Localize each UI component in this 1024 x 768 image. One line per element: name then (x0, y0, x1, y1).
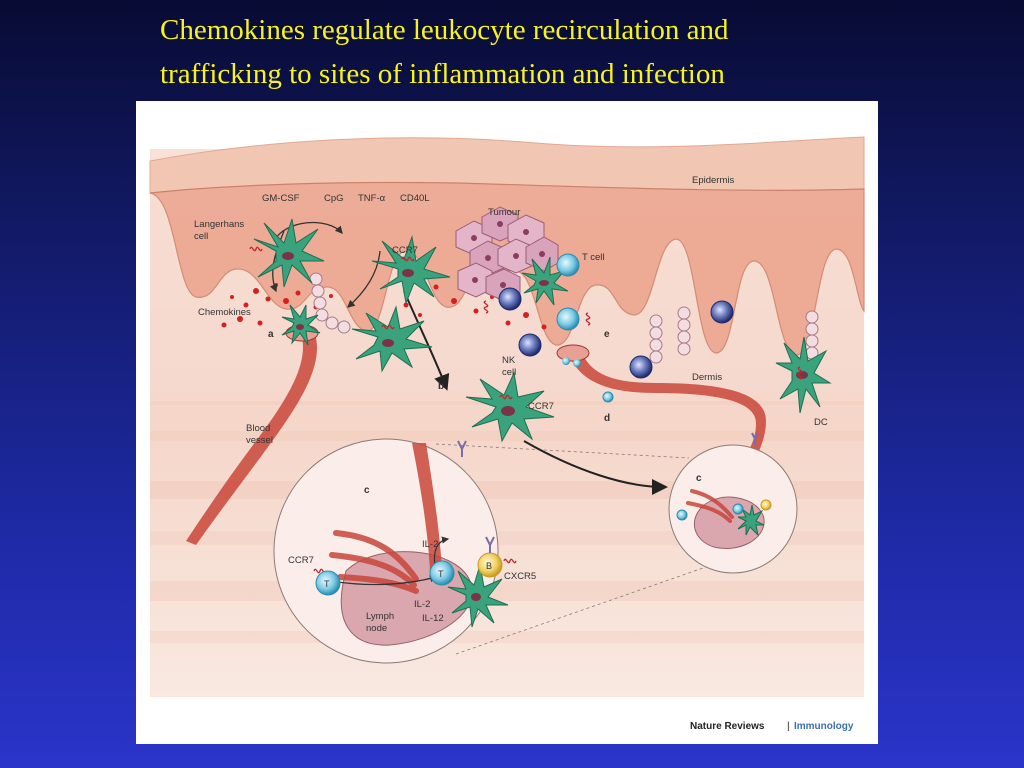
journal-credit: Nature Reviews | Immunology (690, 721, 854, 732)
efferent-vessels-small (686, 489, 734, 523)
label-epidermis: Epidermis (692, 175, 734, 186)
label-ccr7-mid: CCR7 (528, 401, 554, 412)
label-dc: DC (814, 417, 828, 428)
label-t-cell: T cell (582, 252, 605, 263)
label-chemokines: Chemokines (198, 307, 251, 318)
label-langerhans-1: Langerhans (194, 219, 244, 230)
label-tumour: Tumour (488, 207, 520, 218)
dendritic-cell-dc (775, 336, 832, 414)
t-cells (556, 253, 772, 521)
label-il2-bottom: IL-2 (414, 599, 430, 610)
figure-labels: GM-CSF CpG TNF-α CD40L Tumour Epidermis … (194, 175, 828, 634)
receptor-coils (249, 246, 803, 574)
label-langerhans-2: cell (194, 231, 208, 242)
figure-panel: T T B GM-CSF CpG TNF-α CD40L Tumour Epid… (136, 101, 878, 744)
label-cxcr5: CXCR5 (504, 571, 536, 582)
vessel-lumen-right (556, 344, 590, 362)
dendritic-cell-tumour (521, 256, 569, 306)
dendritic-cell-migrating-mid (351, 305, 433, 373)
lymph-vessel-large (412, 443, 442, 571)
label-ccr7-ln: CCR7 (288, 555, 314, 566)
label-blood-1: Blood (246, 423, 270, 434)
panel-c-small: c (696, 473, 702, 484)
label-cd40l: CD40L (400, 193, 430, 204)
label-lymph-2: node (366, 623, 387, 634)
panel-letters: a b c c d e (268, 329, 702, 496)
label-ccr7-top: CCR7 (392, 245, 418, 256)
svg-text:B: B (486, 561, 492, 571)
arrow-maturation (273, 221, 343, 242)
dendritic-cell-lymph-node (447, 564, 509, 628)
arrow-to-lymph-node (523, 440, 668, 495)
dendritic-cell-ccr7-b (465, 371, 555, 443)
panel-d: d (604, 413, 610, 424)
panel-c-large: c (364, 485, 370, 496)
label-il2-top: IL-2 (422, 539, 438, 550)
panel-e: e (604, 329, 610, 340)
dendritic-cell-a (281, 304, 321, 346)
arrow-ccr7-t (329, 575, 438, 586)
arrow-to-ccr7 (347, 250, 381, 308)
efferent-vessels-large (329, 530, 419, 594)
slide-title-line-1: Chemokines regulate leukocyte recirculat… (160, 14, 729, 46)
antibody-icons (457, 432, 759, 553)
label-nk-1: NK (502, 355, 516, 366)
ln-t-cell-ccr7: T (315, 570, 341, 596)
label-gmcsf: GM-CSF (262, 193, 300, 204)
panel-a: a (268, 329, 274, 340)
nk-cells (498, 287, 734, 379)
svg-text:T: T (324, 579, 330, 589)
dendritic-cell-ccr7-top (371, 235, 451, 305)
label-lymph-1: Lymph (366, 611, 394, 622)
blood-vessel-left (186, 331, 317, 545)
label-tnf: TNF-α (358, 193, 386, 204)
credit-journal: Nature Reviews (690, 721, 765, 732)
arrow-chemokine (269, 230, 285, 293)
zoom-line-top (435, 443, 690, 459)
zoom-line-bottom (455, 566, 707, 655)
label-cpg: CpG (324, 193, 344, 204)
credit-separator: | (787, 721, 790, 732)
label-nk-2: cell (502, 367, 516, 378)
slide-title: Chemokines regulate leukocyte recirculat… (160, 8, 880, 96)
chemokine-trafficking-diagram: T T B GM-CSF CpG TNF-α CD40L Tumour Epid… (149, 136, 865, 732)
label-dermis: Dermis (692, 372, 722, 383)
ln-t-cell-center: T (429, 560, 455, 586)
langerhans-cell (253, 218, 325, 288)
credit-field: Immunology (794, 721, 854, 732)
label-il12: IL-12 (422, 613, 444, 624)
panel-b: b (438, 381, 444, 392)
label-blood-2: vessel (246, 435, 273, 446)
ln-b-cell: B (477, 552, 503, 578)
svg-text:T: T (438, 569, 444, 579)
slide-title-line-2: trafficking to sites of inflammation and… (160, 58, 725, 90)
arrow-b-migration (403, 290, 450, 391)
